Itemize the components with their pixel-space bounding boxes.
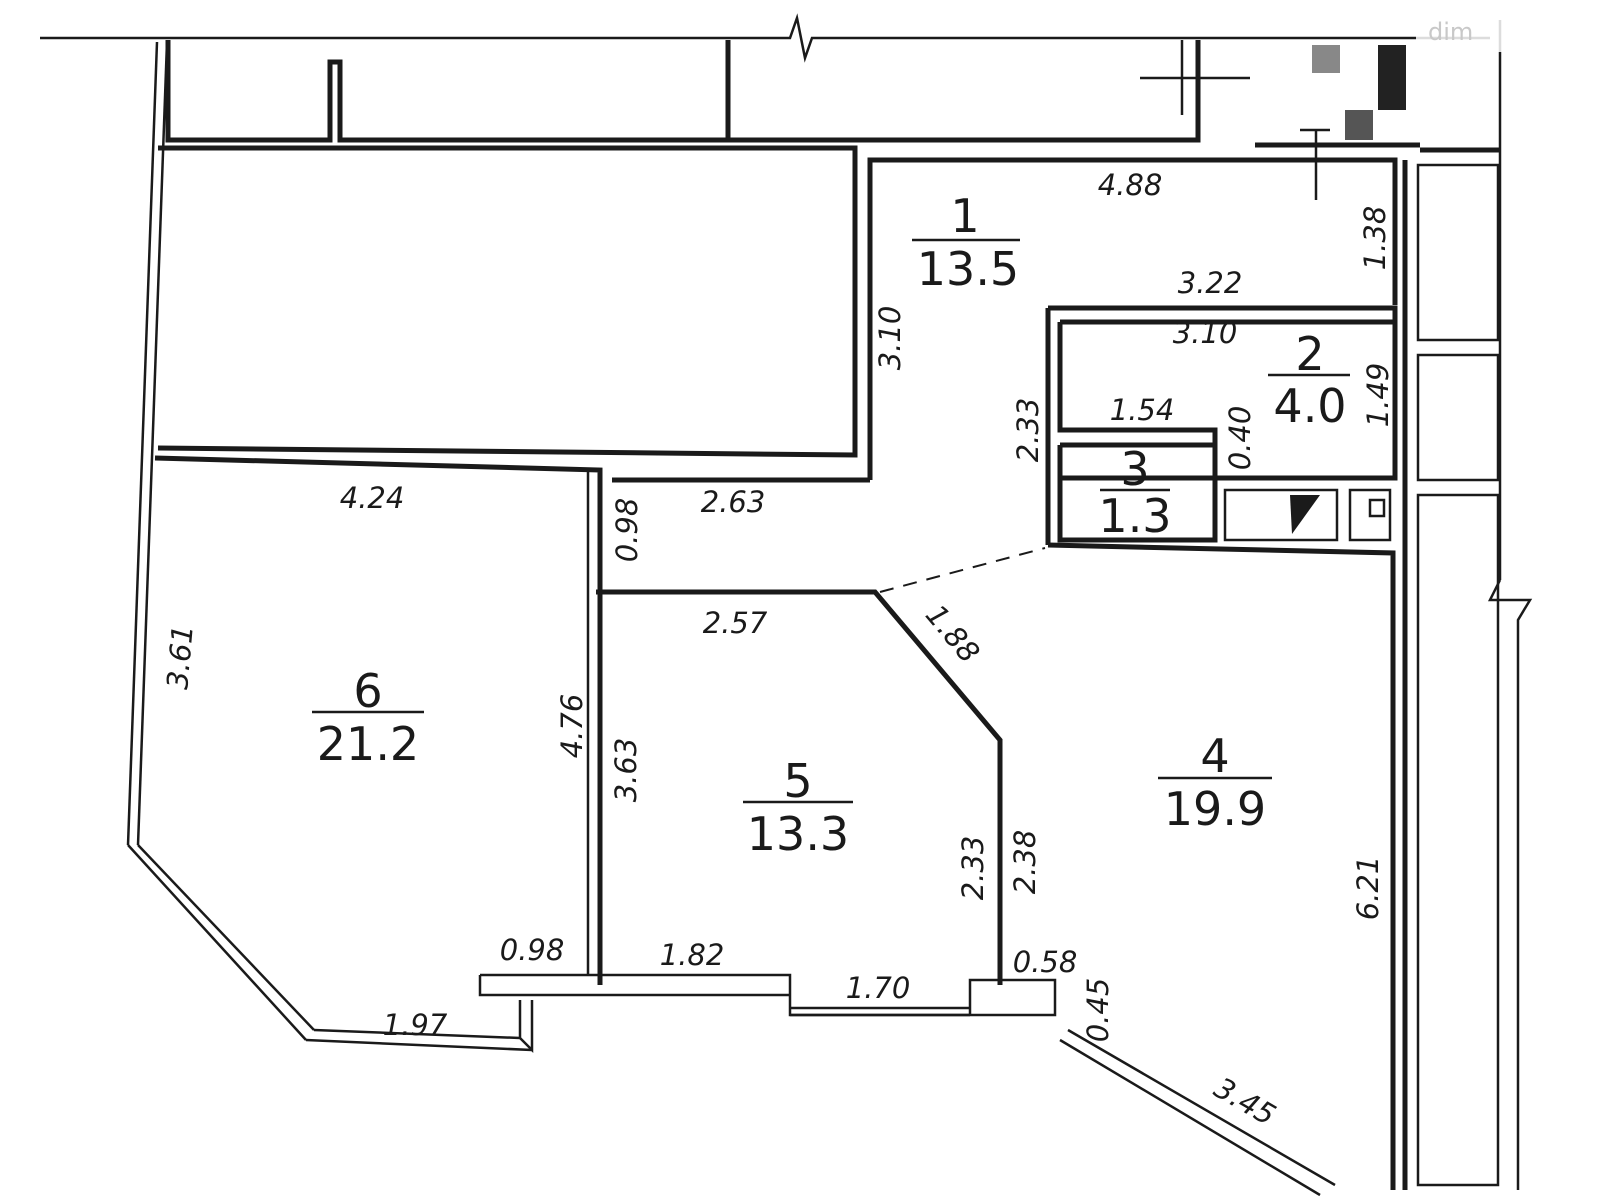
dim-label: 3.22: [1178, 266, 1243, 300]
dimension-labels: 4.88 1.38 3.22 3.10 3.10 2.33 1.54 0.40 …: [160, 168, 1395, 1132]
dim-label: 1.97: [383, 1008, 448, 1042]
dim-label: 0.58: [1013, 945, 1078, 979]
room-2-area: 4.0: [1273, 379, 1346, 433]
dim-label: 3.10: [1173, 316, 1238, 350]
right-cell-1: [1416, 163, 1500, 342]
room-6-number: 6: [353, 664, 382, 718]
left-ext-wall-outer: [126, 41, 159, 846]
watermark-text: dim: [1428, 18, 1474, 46]
shaft-1: [1223, 488, 1339, 542]
right-cell-3: [1416, 493, 1500, 1187]
room-4-number: 4: [1200, 729, 1229, 783]
dim-label: 0.40: [1223, 406, 1257, 471]
bottom-wall-6-inner: [313, 1028, 521, 1040]
dim-label: 2.57: [703, 606, 768, 640]
room3: [1057, 442, 1218, 543]
watermark-blur: [1378, 45, 1406, 110]
room-5-number: 5: [783, 754, 812, 808]
room-6-area: 21.2: [317, 717, 419, 771]
dim-label: 4.76: [555, 694, 589, 759]
dim-label: 1.70: [846, 971, 911, 1005]
dim-label: 1.82: [660, 938, 725, 972]
shaft-mark: [1290, 495, 1320, 534]
watermark-blur: [1345, 110, 1373, 140]
dim-label: 2.33: [1011, 398, 1045, 463]
shaft-2-box: [1368, 498, 1386, 518]
door-swing: [879, 547, 1046, 593]
room-2-number: 2: [1295, 327, 1324, 381]
dim-label: 1.54: [1110, 393, 1175, 427]
bottom-wall-6-end: [518, 1000, 534, 1054]
right-cell-2: [1416, 353, 1500, 482]
slant-wall-inner: [137, 844, 315, 1031]
room-5-area: 13.3: [747, 807, 849, 861]
bottom-wall-5: [480, 973, 1057, 1017]
dim-label: 6.21: [1351, 856, 1385, 921]
room-labels: 1 13.5 2 4.0 3 1.3 4 19.9 5 13.3 6 21.2: [312, 189, 1350, 861]
top-building-line: [40, 13, 1490, 63]
bottom-wall-5b: [478, 975, 790, 997]
room1-walls: [867, 157, 1398, 480]
bottom-wall-6-outer: [305, 1038, 533, 1052]
dim-label: 3.10: [873, 306, 907, 371]
room-1-number: 1: [950, 189, 979, 243]
slant-wall-outer: [127, 844, 307, 1041]
room6-top-wall: [154, 455, 603, 590]
dim-label: 2.63: [701, 485, 766, 519]
dim-label: 3.61: [160, 623, 199, 690]
slant-wall-4-outer: [1067, 1028, 1336, 1187]
dim-label: 0.98: [500, 933, 565, 967]
neighbour-room: [157, 145, 858, 458]
dim-label: 2.38: [1008, 830, 1042, 895]
dim-label: 0.98: [610, 498, 644, 563]
dim-label: 0.45: [1081, 978, 1115, 1043]
dim-label: 3.63: [609, 738, 643, 803]
room-3-area: 1.3: [1098, 489, 1171, 543]
corridor-wall-mid: [735, 40, 1201, 143]
walls: [40, 13, 1533, 1197]
watermark-logo: dim: [1416, 12, 1556, 52]
room-3-number: 3: [1120, 442, 1149, 496]
dim-label: 4.88: [1098, 168, 1163, 202]
room5-walls: [596, 589, 1003, 985]
shaft-2: [1348, 488, 1392, 542]
watermark-blur: [1312, 45, 1340, 73]
corridor-wall-left: [165, 40, 735, 143]
room-1-area: 13.5: [917, 242, 1019, 296]
room4-walls: [1047, 542, 1396, 1190]
slant-wall-4-inner: [1059, 1038, 1321, 1197]
left-ext-wall-inner: [136, 41, 169, 846]
dim-label: 4.24: [340, 481, 405, 515]
dim-label: 2.33: [956, 836, 990, 901]
dim-label: 1.49: [1361, 363, 1395, 428]
dim-label: 1.38: [1358, 206, 1392, 271]
room-4-area: 19.9: [1164, 782, 1266, 836]
room2-outer: [1048, 305, 1398, 481]
dim-label: 3.45: [1209, 1070, 1282, 1132]
right-building-break: [1487, 579, 1533, 1190]
